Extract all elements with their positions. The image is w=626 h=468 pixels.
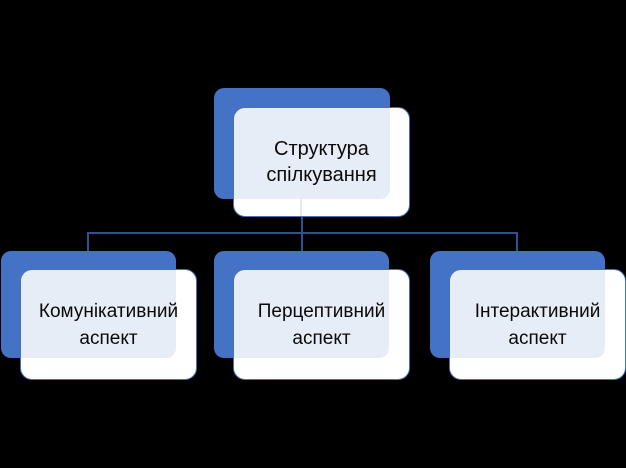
node-communicative-aspect: Комунікативний аспект [1,251,216,381]
node-interactive-aspect: Інтерактивний аспект [430,251,626,381]
node-label: Перцептивний аспект [257,300,386,349]
node-label: Інтерактивний аспект [474,300,601,349]
node-card: Інтерактивний аспект [449,269,626,380]
node-label: Комунікативний аспект [38,300,179,349]
node-structure: Структура спілкування [214,88,429,218]
node-card: Структура спілкування [233,107,410,217]
connector-root-stem [301,216,303,233]
connector-through-card [300,196,302,216]
connector-drop-middle [301,232,303,254]
node-label: Структура спілкування [266,138,377,186]
node-card: Комунікативний аспект [20,269,197,380]
node-perceptive-aspect: Перцептивний аспект [214,251,429,381]
connector-drop-right [516,232,518,253]
connector-drop-left [87,232,89,253]
node-card: Перцептивний аспект [233,269,410,380]
